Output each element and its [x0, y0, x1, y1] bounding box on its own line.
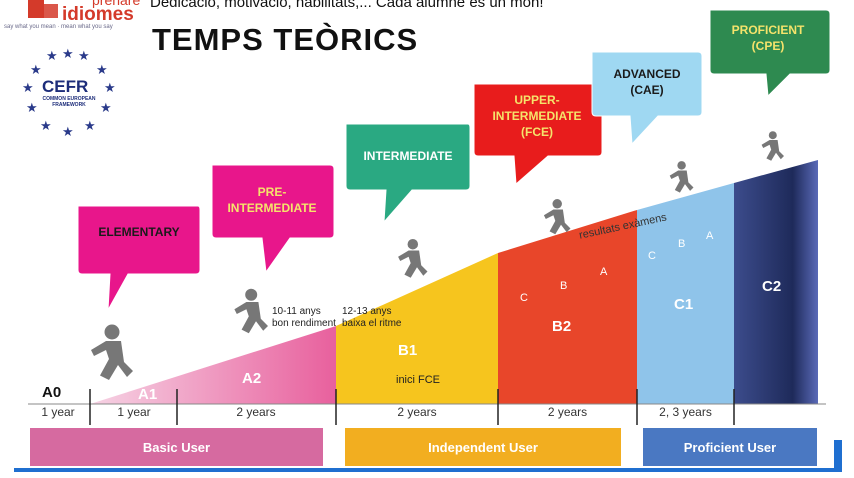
cefr-stars-icon: ★★★ ★★ ★★ ★★ ★★★	[22, 47, 116, 140]
bubble-intermediate	[345, 123, 471, 224]
runner-icon-4	[543, 199, 571, 235]
duration-dividers	[89, 389, 735, 425]
bubble-text-intermediate: INTERMEDIATE	[363, 149, 453, 163]
cefr-label: CEFR	[42, 77, 89, 96]
duration-a0: 1 year	[41, 405, 75, 419]
logo-top-text: prenare	[92, 0, 141, 8]
level-a0: A0	[42, 384, 62, 401]
exam-grade-b2-b: B	[560, 280, 568, 292]
duration-b1: 2 years	[397, 405, 437, 419]
svg-text:★: ★	[46, 49, 58, 64]
svg-text:★: ★	[26, 101, 38, 116]
segment-c2	[734, 160, 818, 404]
level-a2: A2	[242, 370, 262, 387]
exam-grade-c1-a: A	[706, 230, 714, 242]
band-independent-user: Independent User	[345, 428, 621, 466]
cefr-subtitle: COMMON EUROPEAN FRAMEWORK	[42, 96, 96, 108]
bubble-elementary	[77, 205, 201, 311]
bottom-rule	[14, 468, 840, 472]
logo-mark-icon	[28, 0, 58, 18]
exam-grade-c1-b: B	[678, 238, 686, 250]
bubble-advanced	[591, 51, 703, 146]
bubble-pre-intermediate	[211, 164, 335, 274]
svg-text:★: ★	[96, 63, 108, 78]
logo: prenare idiomes say what you mean · mean…	[0, 0, 150, 40]
note-b1: 12-13 anys baixa el ritme	[342, 306, 401, 330]
bottom-rule-end	[834, 440, 842, 472]
bubble-text-upper-intermediate: UPPER-INTERMEDIATE (FCE)	[492, 93, 582, 139]
svg-text:★: ★	[104, 81, 116, 96]
svg-text:★: ★	[84, 119, 96, 134]
speech-bubbles	[77, 9, 831, 311]
duration-a1: 1 year	[117, 405, 151, 419]
exam-grade-b2-a: A	[600, 266, 608, 278]
bubble-proficient	[709, 9, 831, 98]
bubble-text-advanced: ADVANCED (CAE)	[613, 67, 681, 97]
duration-a2: 2 years	[236, 405, 276, 419]
svg-text:★: ★	[100, 101, 112, 116]
band-basic-user: Basic User	[30, 428, 323, 466]
header-tagline: Dedicació, motivació, habilitats,... Cad…	[150, 0, 544, 11]
level-c2: C2	[762, 278, 782, 295]
runner-icon-2	[234, 288, 268, 334]
svg-text:★: ★	[40, 119, 52, 134]
logo-brand: idiomes	[62, 4, 134, 25]
svg-text:★: ★	[30, 63, 42, 78]
note-a2-line1: 10-11 anys	[272, 306, 321, 317]
exam-grade-c1-c: C	[648, 250, 656, 262]
svg-text:★: ★	[62, 125, 74, 140]
note-a2: 10-11 anys bon rendiment	[272, 306, 336, 330]
note-b1-line1: 12-13 anys	[342, 306, 392, 317]
note-b1-line2: baixa el ritme	[342, 318, 402, 329]
bubble-text-proficient: PROFICIENT (CPE)	[731, 23, 805, 53]
runner-icon-3	[398, 238, 428, 278]
segment-a1-a2	[90, 326, 336, 404]
level-c1: C1	[674, 296, 694, 313]
level-a1: A1	[138, 386, 158, 403]
level-b2: B2	[552, 318, 572, 335]
bubble-text-pre-intermediate: PRE-INTERMEDIATE	[227, 185, 317, 215]
segment-b1	[336, 253, 498, 404]
note-a2-line2: bon rendiment	[272, 318, 336, 329]
logo-tagline: say what you mean · mean what you say	[4, 24, 113, 30]
segment-b2	[498, 210, 637, 404]
level-b1: B1	[398, 342, 418, 359]
runner-icon-1	[91, 324, 133, 380]
cefr-badge: ★★★ ★★ ★★ ★★ ★★★ CEFR COMMON EUROPEAN FR…	[14, 44, 124, 140]
duration-b2: 2 years	[547, 405, 588, 419]
bubble-text-elementary: ELEMENTARY	[98, 225, 180, 239]
svg-text:★: ★	[62, 47, 74, 62]
exam-grade-b2-c: C	[520, 292, 528, 304]
staircase-segments	[90, 160, 818, 404]
note-inici-fce: inici FCE	[396, 374, 441, 386]
page-title: TEMPS TEÒRICS	[152, 22, 419, 57]
runner-icon-6	[761, 131, 784, 161]
svg-text:★: ★	[78, 49, 90, 64]
segment-c1	[637, 183, 734, 404]
runner-icon-5	[669, 161, 694, 193]
runner-icons	[91, 131, 784, 380]
svg-text:★: ★	[22, 81, 34, 96]
duration-c1: 2, 3 years	[659, 405, 712, 419]
band-proficient-user: Proficient User	[643, 428, 817, 466]
